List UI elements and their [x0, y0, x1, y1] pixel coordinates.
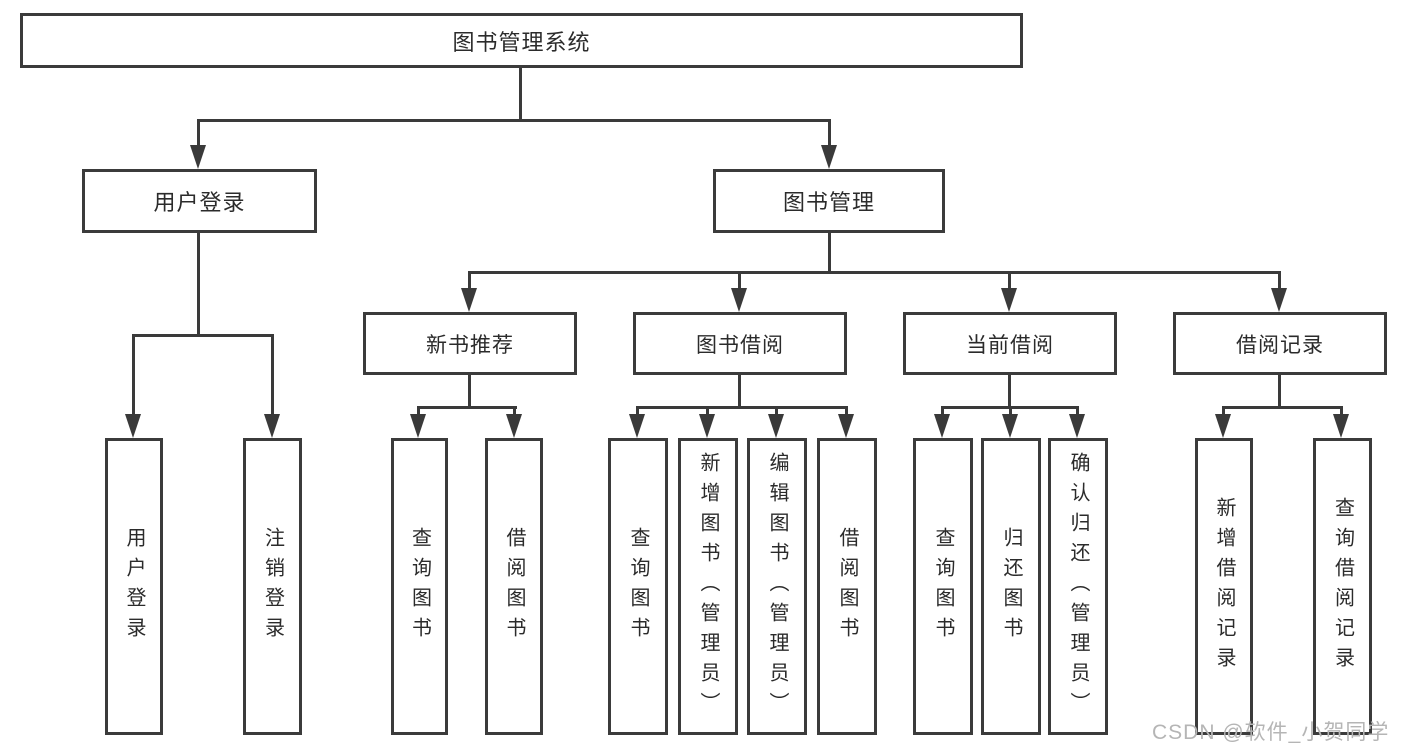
connector-line	[636, 406, 847, 409]
arrowhead-icon	[1215, 414, 1231, 438]
node-label: 图书管理	[782, 190, 875, 215]
connector-line	[132, 334, 274, 337]
node-book-management: 图书管理	[713, 169, 945, 233]
node-label: 当前借阅	[966, 333, 1054, 357]
connector-line	[636, 406, 639, 417]
connector-line	[468, 271, 471, 290]
connector-line	[132, 334, 135, 416]
leaf-borrow-query-books: 查询图书	[608, 438, 668, 735]
connector-line	[828, 233, 831, 273]
connector-line	[1278, 271, 1281, 290]
connector-line	[468, 375, 471, 408]
connector-line	[1008, 271, 1011, 290]
leaf-add-borrow-record: 新增借阅记录	[1195, 438, 1253, 735]
leaf-recommend-borrow-books: 借阅图书	[485, 438, 543, 735]
node-label: 用户登录	[123, 526, 145, 647]
arrowhead-icon	[1001, 288, 1017, 312]
node-label: 查询借阅记录	[1331, 496, 1354, 677]
node-user-login: 用户登录	[82, 169, 317, 233]
connector-line	[519, 68, 522, 120]
connector-line	[1340, 406, 1343, 417]
leaf-recommend-query-books: 查询图书	[391, 438, 448, 735]
leaf-current-query-books: 查询图书	[913, 438, 973, 735]
node-label: 借阅图书	[503, 526, 525, 647]
connector-line	[738, 271, 741, 290]
arrowhead-icon	[629, 414, 645, 438]
node-label: 新书推荐	[426, 333, 514, 357]
arrowhead-icon	[934, 414, 950, 438]
connector-line	[1009, 406, 1012, 417]
node-label: 查询图书	[627, 526, 649, 647]
node-label: 确认归还（管理员）	[1067, 451, 1089, 722]
arrowhead-icon	[838, 414, 854, 438]
leaf-confirm-return-admin: 确认归还（管理员）	[1048, 438, 1108, 735]
leaf-logout: 注销登录	[243, 438, 302, 735]
connector-line	[738, 375, 741, 408]
node-borrow-records: 借阅记录	[1173, 312, 1387, 375]
arrowhead-icon	[461, 288, 477, 312]
connector-line	[197, 119, 200, 147]
node-label: 查询图书	[932, 526, 954, 647]
leaf-return-books: 归还图书	[981, 438, 1041, 735]
arrowhead-icon	[1002, 414, 1018, 438]
node-current-borrow: 当前借阅	[903, 312, 1117, 375]
node-book-borrow: 图书借阅	[633, 312, 847, 375]
arrowhead-icon	[1271, 288, 1287, 312]
arrowhead-icon	[410, 414, 426, 438]
leaf-user-login: 用户登录	[105, 438, 163, 735]
connector-line	[197, 119, 831, 122]
arrowhead-icon	[506, 414, 522, 438]
connector-line	[1222, 406, 1343, 409]
connector-line	[828, 119, 831, 147]
connector-line	[417, 406, 420, 417]
node-new-book-recommend: 新书推荐	[363, 312, 577, 375]
node-label: 编辑图书（管理员）	[766, 451, 788, 722]
node-label: 图书借阅	[696, 333, 784, 357]
arrowhead-icon	[821, 145, 837, 169]
leaf-query-borrow-record: 查询借阅记录	[1313, 438, 1372, 735]
arrowhead-icon	[190, 145, 206, 169]
arrowhead-icon	[768, 414, 784, 438]
connector-line	[271, 334, 274, 416]
node-label: 图书管理系统	[452, 29, 591, 55]
node-label: 查询图书	[408, 526, 431, 647]
connector-line	[468, 271, 1281, 274]
connector-line	[1008, 375, 1011, 408]
node-label: 新增图书（管理员）	[697, 451, 719, 722]
node-label: 归还图书	[1000, 526, 1022, 647]
arrowhead-icon	[731, 288, 747, 312]
connector-line	[1278, 375, 1281, 408]
arrowhead-icon	[699, 414, 715, 438]
csdn-watermark: CSDN @软件_小贺同学	[1152, 721, 1390, 744]
leaf-borrow-books: 借阅图书	[817, 438, 877, 735]
connector-line	[197, 233, 200, 336]
connector-line	[417, 406, 517, 409]
node-root-system: 图书管理系统	[20, 13, 1023, 68]
connector-line	[775, 406, 778, 417]
arrowhead-icon	[125, 414, 141, 438]
node-label: 用户登录	[153, 190, 246, 215]
arrowhead-icon	[1069, 414, 1085, 438]
connector-line	[1222, 406, 1225, 417]
leaf-edit-books-admin: 编辑图书（管理员）	[747, 438, 807, 735]
node-label: 借阅记录	[1236, 333, 1324, 357]
node-label: 注销登录	[261, 526, 284, 647]
arrowhead-icon	[1333, 414, 1349, 438]
connector-line	[706, 406, 709, 417]
node-label: 借阅图书	[836, 526, 858, 647]
connector-line	[845, 406, 848, 417]
node-label: 新增借阅记录	[1213, 496, 1235, 677]
connector-line	[513, 406, 516, 417]
connector-line	[941, 406, 944, 417]
connector-line	[1076, 406, 1079, 417]
arrowhead-icon	[264, 414, 280, 438]
leaf-add-books-admin: 新增图书（管理员）	[678, 438, 738, 735]
